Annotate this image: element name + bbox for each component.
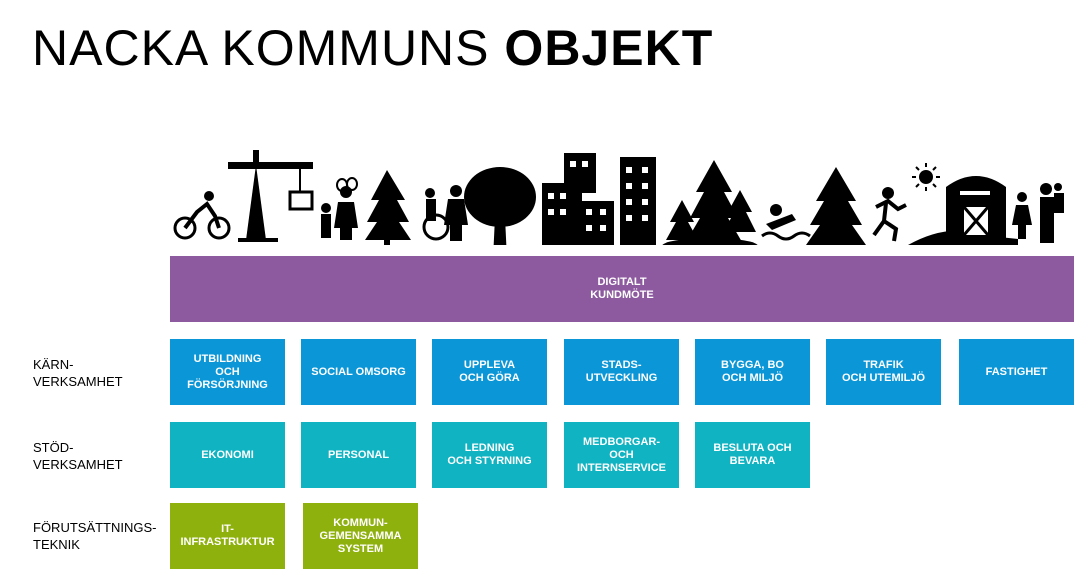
- tile-personal[interactable]: PERSONAL: [301, 422, 416, 488]
- tile-text: INTERNSERVICE: [576, 461, 667, 474]
- row-label-prerequisite-line-2: TEKNIK: [33, 537, 80, 552]
- family-balloon-icon: [321, 177, 358, 240]
- banner-line-1: DIGITALT: [597, 276, 647, 288]
- tile-social-omsorg[interactable]: SOCIAL OMSORG: [301, 339, 416, 405]
- tile-text: EKONOMI: [201, 448, 254, 461]
- cyclist-icon: [173, 191, 231, 240]
- title-bold: OBJEKT: [504, 20, 714, 76]
- swimmer-icon: [761, 204, 811, 241]
- row-label-support-line-1: STÖD-: [33, 440, 74, 455]
- runner-icon: [872, 187, 907, 242]
- tile-text: BYGGA, BO: [721, 359, 784, 371]
- tile-fastighet[interactable]: FASTIGHET: [959, 339, 1074, 405]
- tile-text: IT-: [221, 523, 234, 535]
- tile-text: LEDNING: [464, 442, 515, 454]
- tile-medborgar[interactable]: MEDBORGAR- OCH INTERNSERVICE: [564, 422, 679, 488]
- tile-text: OCH GÖRA: [459, 372, 520, 384]
- tile-text: FASTIGHET: [985, 365, 1048, 378]
- barn-icon: [908, 176, 1018, 245]
- tile-text: GEMENSAMMA: [319, 529, 402, 542]
- tile-text: OCH MILJÖ: [721, 372, 784, 384]
- row-label-prerequisite-line-1: FÖRUTSÄTTNINGS-: [33, 520, 157, 535]
- tile-text: OCH STYRNING: [447, 455, 532, 467]
- tile-bygga-bo[interactable]: BYGGA, BO OCH MILJÖ: [695, 339, 810, 405]
- tile-text: KOMMUN-: [333, 516, 388, 529]
- tile-text: BEVARA: [729, 455, 776, 467]
- row-label-support-line-2: VERKSAMHET: [33, 457, 123, 472]
- tile-ledning[interactable]: LEDNING OCH STYRNING: [432, 422, 547, 488]
- tile-uppleva[interactable]: UPPLEVA OCH GÖRA: [432, 339, 547, 405]
- tile-utbildning[interactable]: UTBILDNING OCH FÖRSÖRJNING: [170, 339, 285, 405]
- title-regular: NACKA KOMMUNS: [32, 20, 490, 76]
- forest-icon: [662, 160, 758, 245]
- tile-text: SYSTEM: [337, 542, 384, 555]
- digital-customer-meeting-banner[interactable]: DIGITALT KUNDMÖTE: [170, 256, 1074, 322]
- sun-icon: [912, 163, 940, 191]
- tile-kommungemensamma[interactable]: KOMMUN- GEMENSAMMA SYSTEM: [303, 503, 418, 569]
- tree-icon: [806, 167, 866, 245]
- buildings-icon: [542, 153, 656, 245]
- tile-trafik[interactable]: TRAFIK OCH UTEMILJÖ: [826, 339, 941, 405]
- row-label-prerequisite: FÖRUTSÄTTNINGS- TEKNIK: [33, 519, 157, 553]
- tile-text: MEDBORGAR-: [583, 435, 660, 448]
- tile-text: BESLUTA OCH: [713, 442, 792, 454]
- tile-text: TRAFIK: [863, 359, 904, 371]
- tile-text: SOCIAL OMSORG: [311, 365, 406, 378]
- tile-text: UPPLEVA: [463, 359, 516, 371]
- row-label-core-line-2: VERKSAMHET: [33, 374, 123, 389]
- tile-text: STADS-: [601, 359, 642, 371]
- tile-text: PERSONAL: [327, 448, 390, 461]
- tile-text: UTBILDNING: [193, 352, 262, 365]
- tree-icon: [365, 170, 411, 245]
- row-label-core: KÄRN- VERKSAMHET: [33, 356, 123, 390]
- tile-text: OCH: [609, 448, 634, 461]
- row-label-support: STÖD- VERKSAMHET: [33, 439, 123, 473]
- crane-icon: [228, 150, 314, 242]
- tile-besluta[interactable]: BESLUTA OCH BEVARA: [695, 422, 810, 488]
- tile-text: UTVECKLING: [585, 372, 658, 384]
- tile-text: OCH UTEMILJÖ: [841, 372, 926, 384]
- tile-text: OCH: [215, 365, 240, 378]
- banner-line-2: KUNDMÖTE: [590, 289, 654, 301]
- skyline-illustration: [173, 150, 1064, 245]
- deciduous-tree-icon: [464, 167, 536, 245]
- wheelchair-people-icon: [422, 185, 468, 241]
- family-icon: [1012, 183, 1064, 243]
- tile-text: INFRASTRUKTUR: [180, 536, 275, 548]
- tile-stadsutveckling[interactable]: STADS- UTVECKLING: [564, 339, 679, 405]
- tile-ekonomi[interactable]: EKONOMI: [170, 422, 285, 488]
- tile-it-infrastruktur[interactable]: IT- INFRASTRUKTUR: [170, 503, 285, 569]
- tile-text: FÖRSÖRJNING: [187, 378, 268, 391]
- page-title: NACKA KOMMUNS OBJEKT: [32, 18, 713, 78]
- row-label-core-line-1: KÄRN-: [33, 357, 74, 372]
